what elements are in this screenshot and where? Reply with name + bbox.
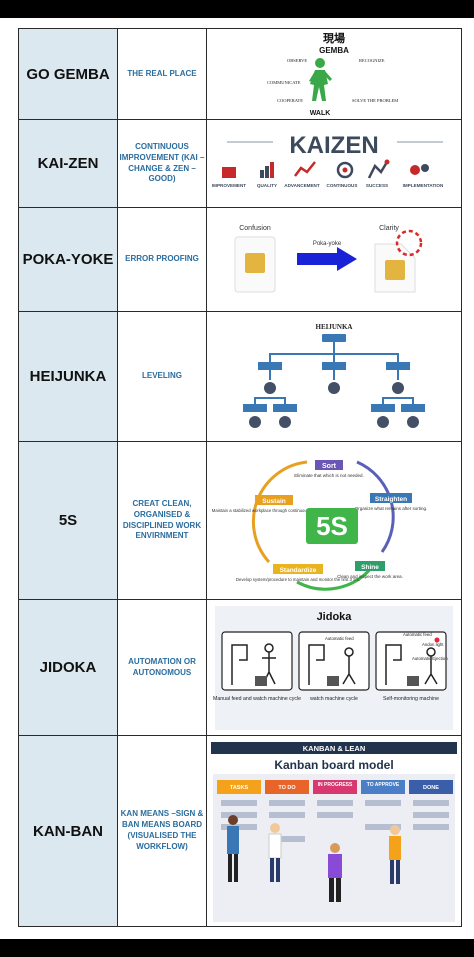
svg-text:COOPERATE: COOPERATE: [277, 98, 303, 103]
sort-step: Sort Eliminate that which is not needed.: [294, 460, 364, 478]
svg-text:RECOGNIZE: RECOGNIZE: [359, 58, 385, 63]
sustain-step: Sustain Maintain a stabilized workplace …: [212, 495, 336, 513]
kaizen-illustration: KAIZEN IMPROVEMENT QUALITY ADVANCEMENT C…: [206, 119, 462, 208]
heijunka-illustration: HEIJUNKA: [206, 311, 462, 442]
table-row: 5S CREAT CLEAN, ORGANISED & DISCIPLINED …: [18, 441, 462, 600]
table-row: KAI-ZEN CONTINUOUS IMPROVEMENT (KAI – CH…: [18, 119, 462, 208]
straighten-step: Straighten Organize what remains after s…: [355, 493, 428, 511]
gemba-kanji: 現場: [323, 31, 345, 45]
kanban-illustration: KANBAN & LEAN Kanban board model TASKS T…: [206, 735, 462, 927]
meaning-cell: CONTINUOUS IMPROVEMENT (KAI – CHANGE & Z…: [117, 119, 207, 208]
meaning-cell: THE REAL PLACE: [117, 28, 207, 120]
term-cell: 5S: [18, 441, 118, 600]
svg-text:QUALITY: QUALITY: [257, 183, 277, 188]
lean-terms-table: GO GEMBA THE REAL PLACE 現場 GEMBA OBSERVE…: [18, 28, 462, 927]
svg-text:Jidoka: Jidoka: [317, 611, 353, 623]
svg-text:Sort: Sort: [322, 463, 337, 470]
team-person-icon: [227, 815, 401, 902]
svg-text:OBSERVE: OBSERVE: [287, 58, 307, 63]
poka-yoke-illustration: Confusion Poka-yoke Clarity: [206, 207, 462, 312]
svg-text:SOLVE THE PROBLEM: SOLVE THE PROBLEM: [352, 98, 398, 103]
andon-light-icon: [434, 637, 440, 643]
svg-text:Standardize: Standardize: [280, 567, 317, 574]
page: GO GEMBA THE REAL PLACE 現場 GEMBA OBSERVE…: [0, 18, 474, 939]
svg-text:SUCCESS: SUCCESS: [366, 183, 388, 188]
svg-text:Self-monitoring machine: Self-monitoring machine: [383, 696, 439, 702]
svg-text:DONE: DONE: [423, 785, 439, 791]
svg-text:Develop system/procedure to ma: Develop system/procedure to maintain and…: [236, 577, 360, 582]
meaning-cell: AUTOMATION OR AUTONOMOUS: [117, 599, 207, 736]
svg-text:Organize what remains after so: Organize what remains after sorting.: [355, 506, 428, 511]
table-row: POKA-YOKE ERROR PROOFING Confusion Poka-…: [18, 207, 462, 312]
term-cell: POKA-YOKE: [18, 207, 118, 312]
svg-text:Andon light: Andon light: [422, 642, 444, 647]
svg-text:Maintain a stabilized workplac: Maintain a stabilized workplace through …: [212, 508, 336, 513]
table-row: KAN-BAN KAN MEANS –SIGN & BAN MEANS BOAR…: [18, 735, 462, 927]
svg-text:TASKS: TASKS: [230, 785, 249, 791]
table-row: JIDOKA AUTOMATION OR AUTONOMOUS Jidoka: [18, 599, 462, 736]
process-icon: [249, 382, 419, 428]
table-row: GO GEMBA THE REAL PLACE 現場 GEMBA OBSERVE…: [18, 28, 462, 120]
kaizen-step-icons: [222, 159, 429, 179]
svg-text:Clean and inspect the work are: Clean and inspect the work area.: [337, 574, 403, 579]
walking-person-icon: [309, 58, 332, 101]
term-cell: KAI-ZEN: [18, 119, 118, 208]
svg-text:IMPLEMENTATION: IMPLEMENTATION: [403, 183, 444, 188]
svg-text:TO APPROVE: TO APPROVE: [367, 782, 400, 788]
term-cell: KAN-BAN: [18, 735, 118, 927]
svg-text:HEIJUNKA: HEIJUNKA: [316, 323, 353, 331]
svg-text:WALK: WALK: [310, 110, 331, 117]
meaning-cell: KAN MEANS –SIGN & BAN MEANS BOARD (VISUA…: [117, 735, 207, 927]
svg-text:Automatic Ejection: Automatic Ejection: [412, 656, 448, 661]
svg-text:Straighten: Straighten: [375, 496, 407, 503]
sim-card-icon: [374, 243, 416, 293]
svg-text:Confusion: Confusion: [239, 225, 271, 232]
five-s-center-badge: [306, 508, 358, 544]
meaning-cell: CREAT CLEAN, ORGANISED & DISCIPLINED WOR…: [117, 441, 207, 600]
svg-text:watch machine cycle: watch machine cycle: [310, 696, 358, 702]
svg-text:Kanban board model: Kanban board model: [274, 758, 393, 772]
svg-text:TO DO: TO DO: [278, 785, 296, 791]
svg-text:Automatic feed: Automatic feed: [403, 632, 432, 637]
sim-card-icon: [234, 236, 276, 293]
svg-text:Eliminate that which is not ne: Eliminate that which is not needed.: [294, 473, 364, 478]
jidoka-illustration: Jidoka Automatic feed Automatic: [206, 599, 462, 736]
term-cell: GO GEMBA: [18, 28, 118, 120]
term-cell: HEIJUNKA: [18, 311, 118, 442]
svg-text:Clarity: Clarity: [379, 225, 399, 232]
svg-text:Automatic feed: Automatic feed: [325, 636, 354, 641]
meaning-cell: LEVELING: [117, 311, 207, 442]
table-row: HEIJUNKA LEVELING HEIJUNKA: [18, 311, 462, 442]
svg-text:5S: 5S: [316, 511, 348, 541]
svg-text:IN PROGRESS: IN PROGRESS: [318, 782, 353, 788]
shine-step: Shine Clean and inspect the work area.: [337, 561, 403, 579]
standardize-step: Standardize Develop system/procedure to …: [236, 564, 360, 582]
right-arrow-icon: [297, 247, 357, 271]
five-s-illustration: Sort Eliminate that which is not needed.…: [206, 441, 462, 600]
kaizen-title: KAIZEN: [289, 132, 378, 159]
svg-text:Manual feed and watch machine: Manual feed and watch machine cycle: [213, 696, 301, 702]
kanban-columns: [217, 780, 453, 794]
svg-text:ADVANCEMENT: ADVANCEMENT: [284, 183, 320, 188]
svg-text:Shine: Shine: [361, 564, 379, 571]
svg-text:KANBAN & LEAN: KANBAN & LEAN: [303, 744, 366, 753]
highlight-circle: [395, 229, 423, 257]
svg-text:Sustain: Sustain: [262, 498, 286, 505]
meaning-cell: ERROR PROOFING: [117, 207, 207, 312]
term-cell: JIDOKA: [18, 599, 118, 736]
kanban-banner: [211, 742, 457, 754]
svg-text:COMMUNICATE: COMMUNICATE: [267, 80, 301, 85]
svg-text:CONTINUOUS: CONTINUOUS: [327, 183, 358, 188]
svg-text:IMPROVEMENT: IMPROVEMENT: [212, 183, 246, 188]
gemba-title: GEMBA: [319, 46, 349, 55]
svg-text:Poka-yoke: Poka-yoke: [313, 241, 342, 247]
gemba-illustration: 現場 GEMBA OBSERVE RECOGNIZE COMMUNICATE C…: [206, 28, 462, 120]
